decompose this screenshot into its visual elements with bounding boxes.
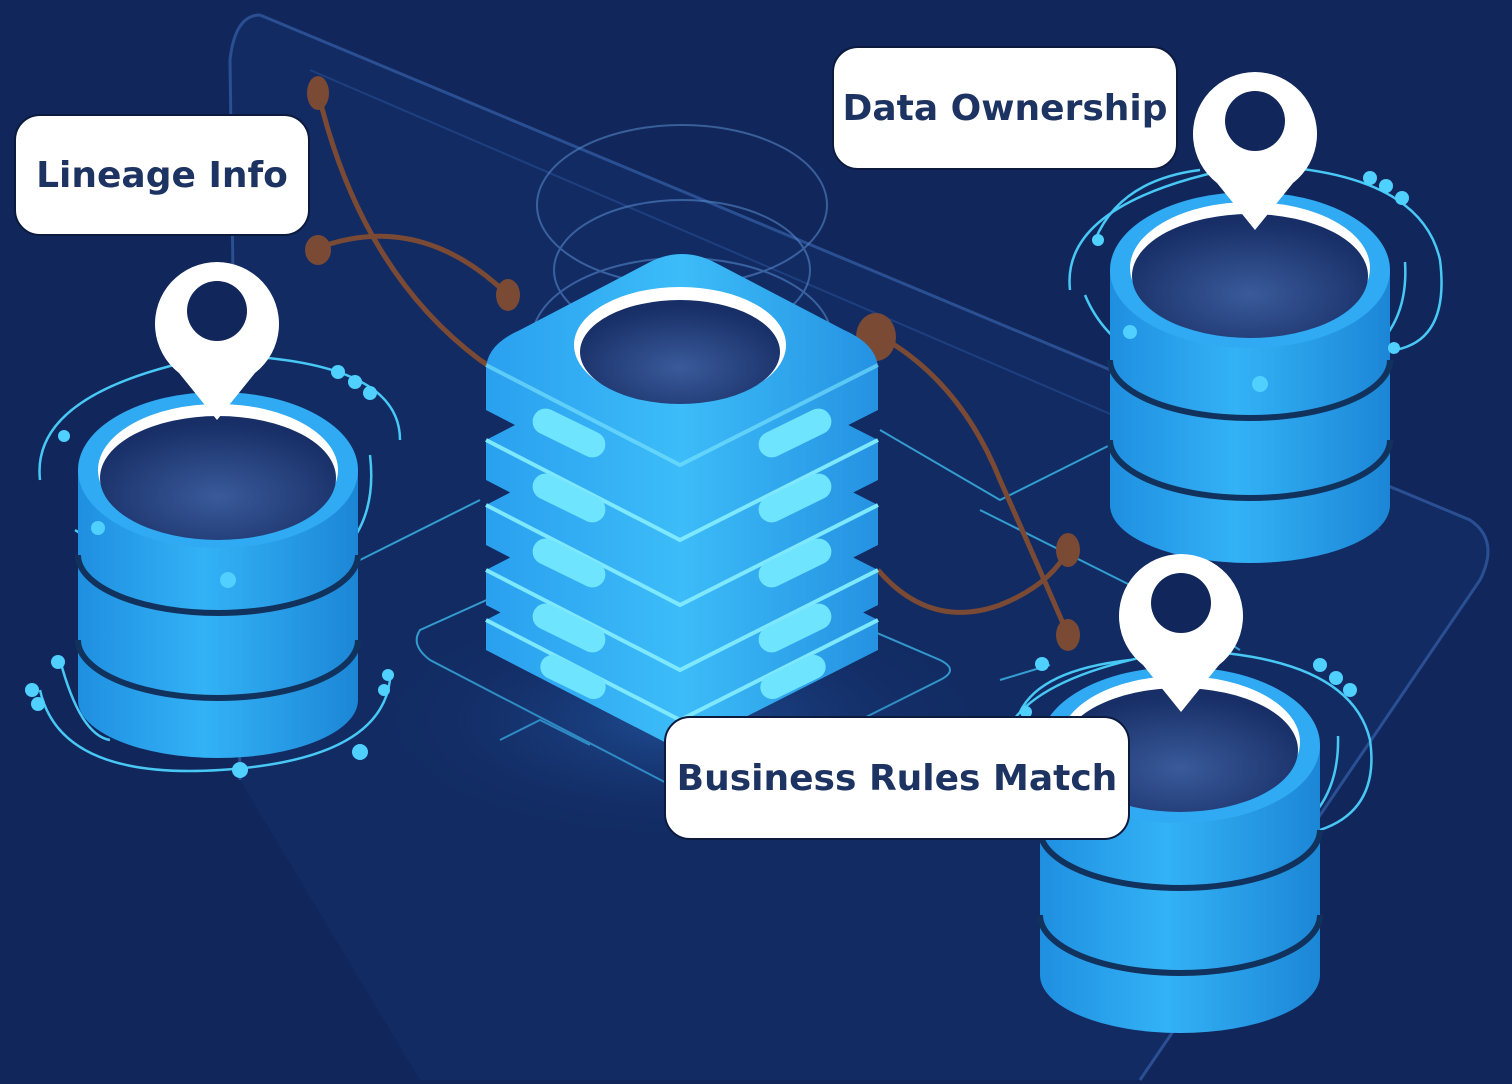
lineage-info-label: Lineage Info bbox=[14, 114, 310, 236]
business-rules-label: Business Rules Match bbox=[664, 716, 1130, 840]
database-cylinder-top-right bbox=[1068, 163, 1443, 563]
server-layer-top bbox=[485, 254, 879, 510]
location-pin-icon bbox=[1119, 554, 1243, 712]
business-rules-text: Business Rules Match bbox=[676, 757, 1118, 799]
data-ownership-label: Data Ownership bbox=[832, 46, 1178, 170]
orbit-dots-top-right bbox=[1092, 171, 1409, 392]
location-pin-icon bbox=[155, 262, 279, 420]
database-cylinder-left bbox=[25, 353, 402, 778]
data-ownership-text: Data Ownership bbox=[842, 87, 1168, 129]
orbit-dots-bottom-right bbox=[1020, 657, 1357, 718]
lineage-info-text: Lineage Info bbox=[36, 154, 288, 196]
server-stack-icon bbox=[485, 254, 879, 750]
orbit-dots-left bbox=[25, 365, 394, 778]
location-pin-icon bbox=[1193, 72, 1317, 230]
